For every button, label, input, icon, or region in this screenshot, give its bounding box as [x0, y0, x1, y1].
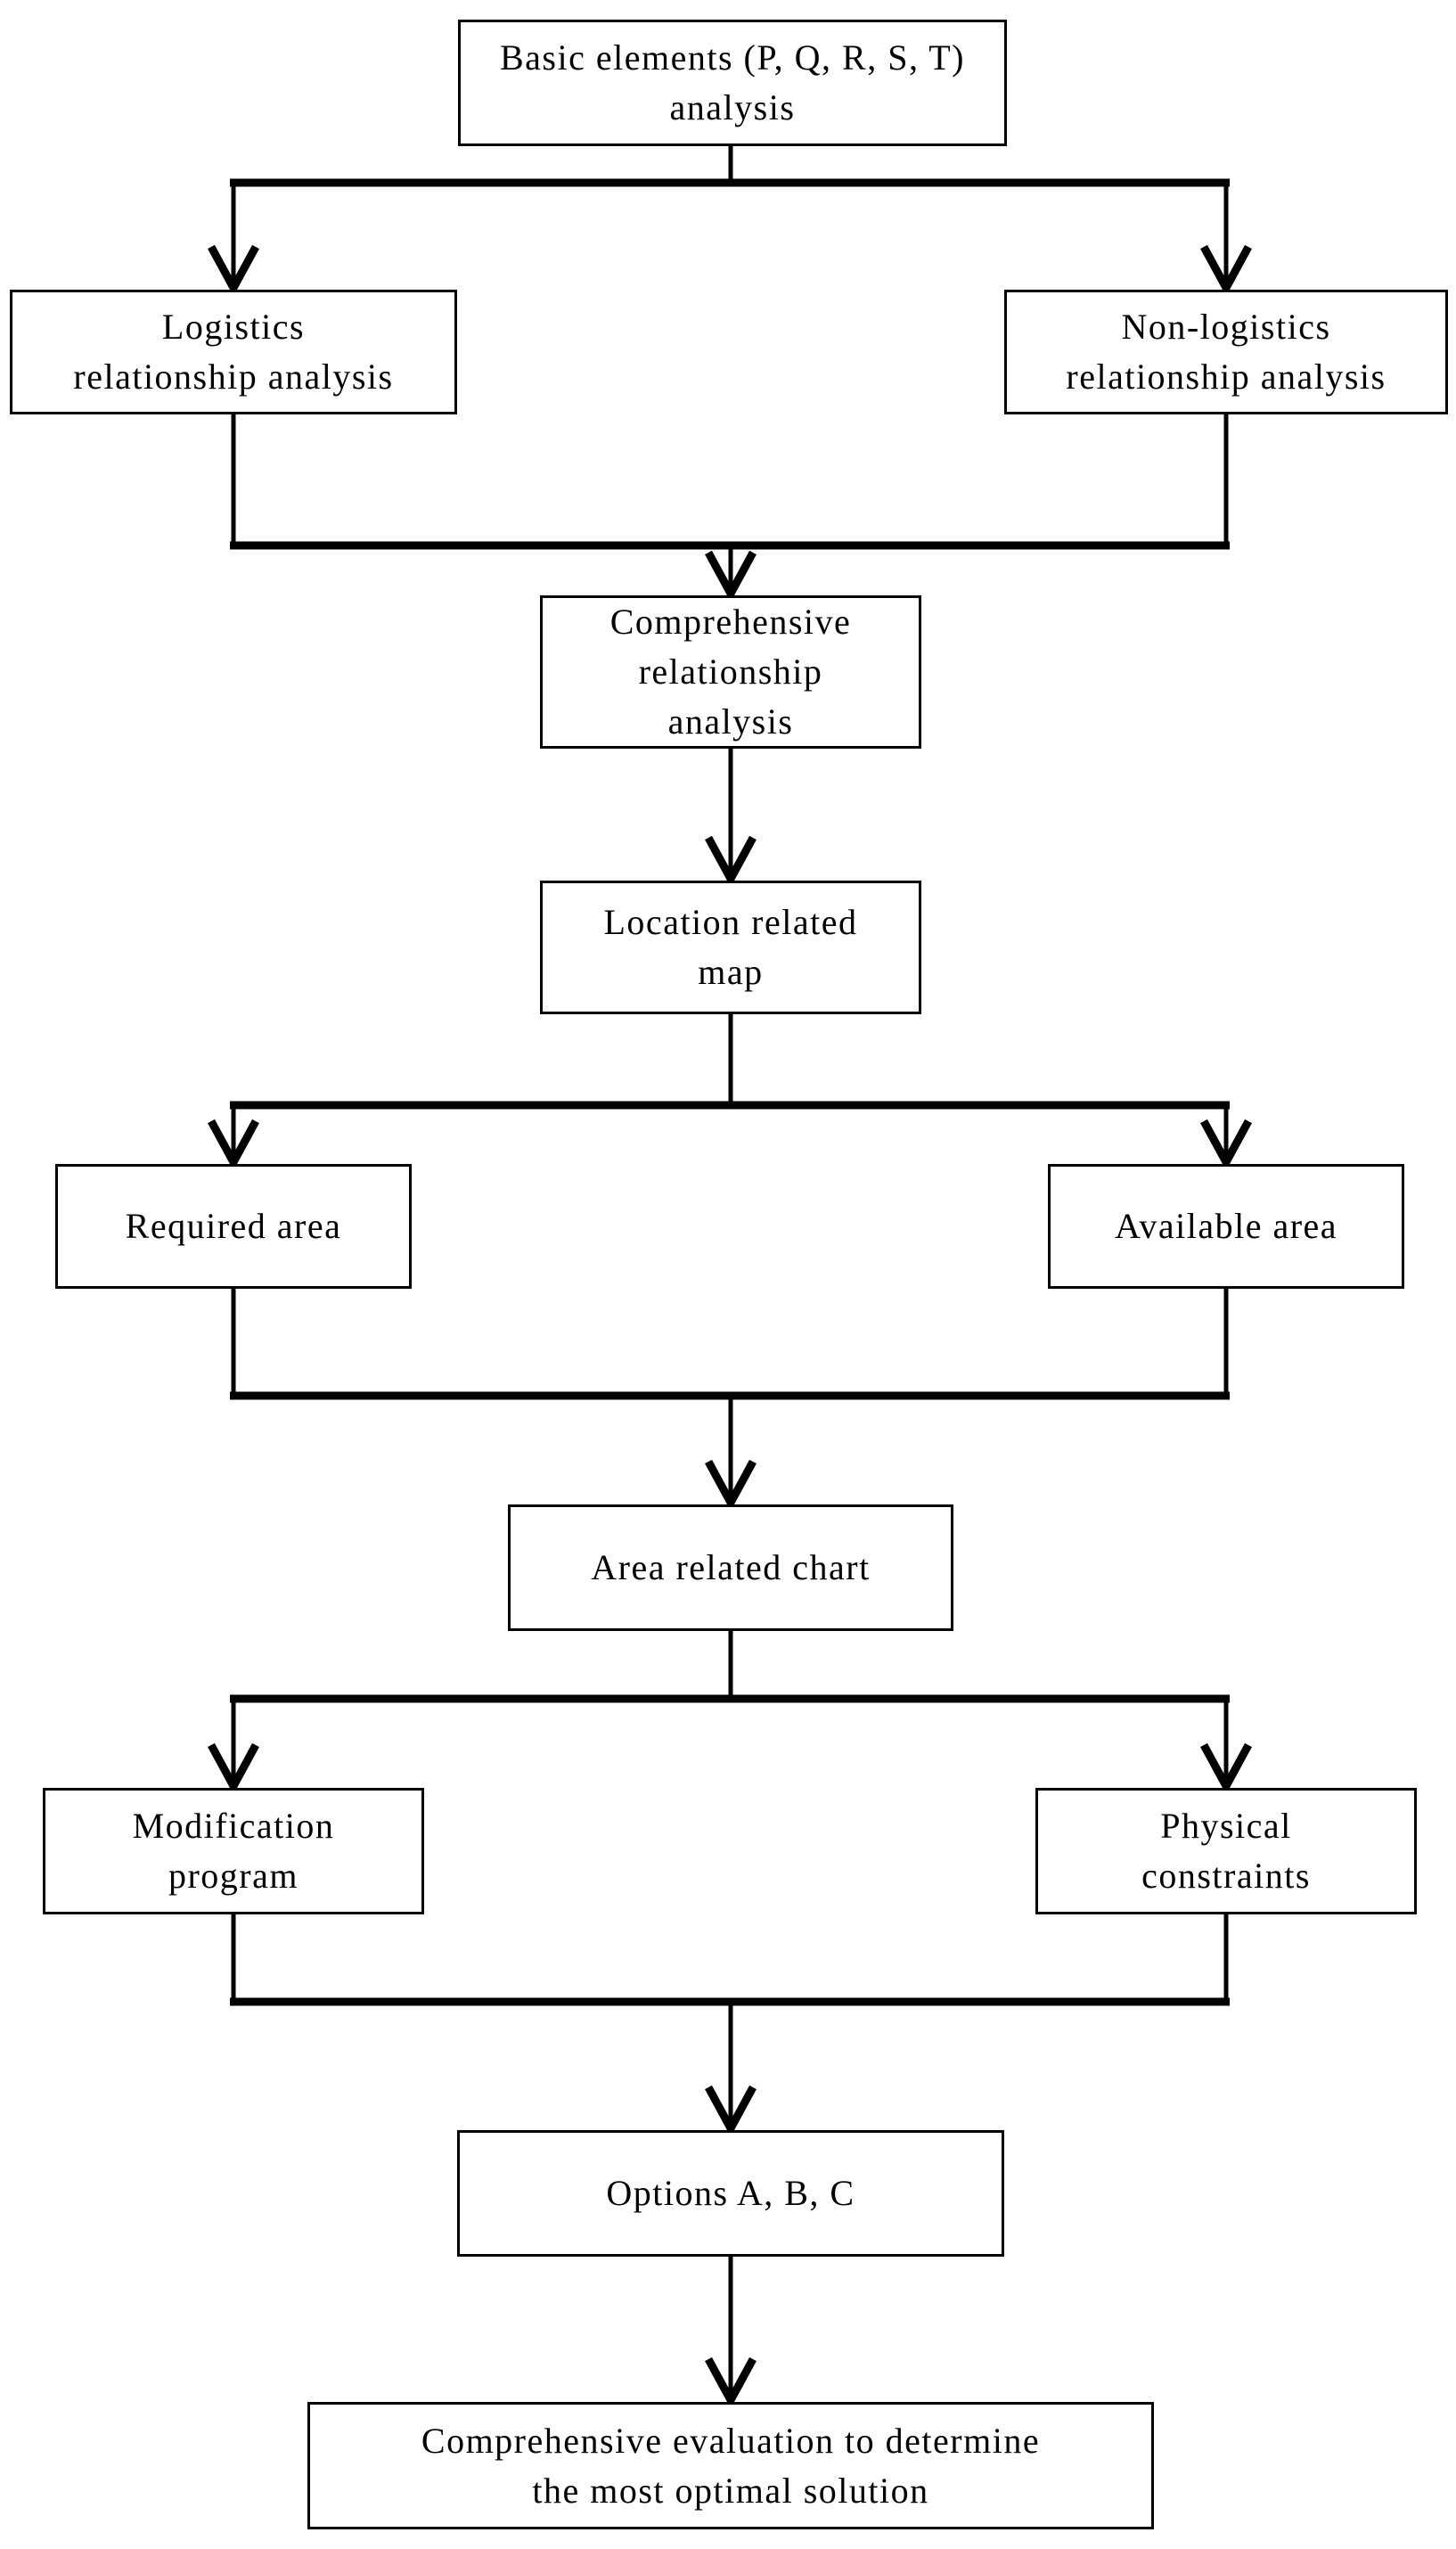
node-options-a-b-c: Options A, B, C: [457, 2130, 1004, 2257]
node-basic-elements-analysis: Basic elements (P, Q, R, S, T) analysis: [458, 20, 1007, 146]
node-available-area: Available area: [1048, 1164, 1404, 1289]
arrowheads: [208, 244, 1252, 2409]
node-comprehensive-relationship-analysis: Comprehensive relationship analysis: [540, 595, 921, 749]
node-required-area: Required area: [55, 1164, 412, 1289]
vertical-connector-lines: [231, 146, 1229, 2400]
node-location-related-map: Location related map: [540, 881, 921, 1014]
node-area-related-chart: Area related chart: [508, 1504, 953, 1631]
node-non-logistics-relationship-analysis: Non-logistics relationship analysis: [1004, 290, 1448, 414]
node-physical-constraints: Physical constraints: [1035, 1788, 1417, 1914]
node-logistics-relationship-analysis: Logistics relationship analysis: [10, 290, 457, 414]
node-modification-program: Modification program: [43, 1788, 424, 1914]
node-comprehensive-evaluation: Comprehensive evaluation to determine th…: [307, 2402, 1154, 2529]
